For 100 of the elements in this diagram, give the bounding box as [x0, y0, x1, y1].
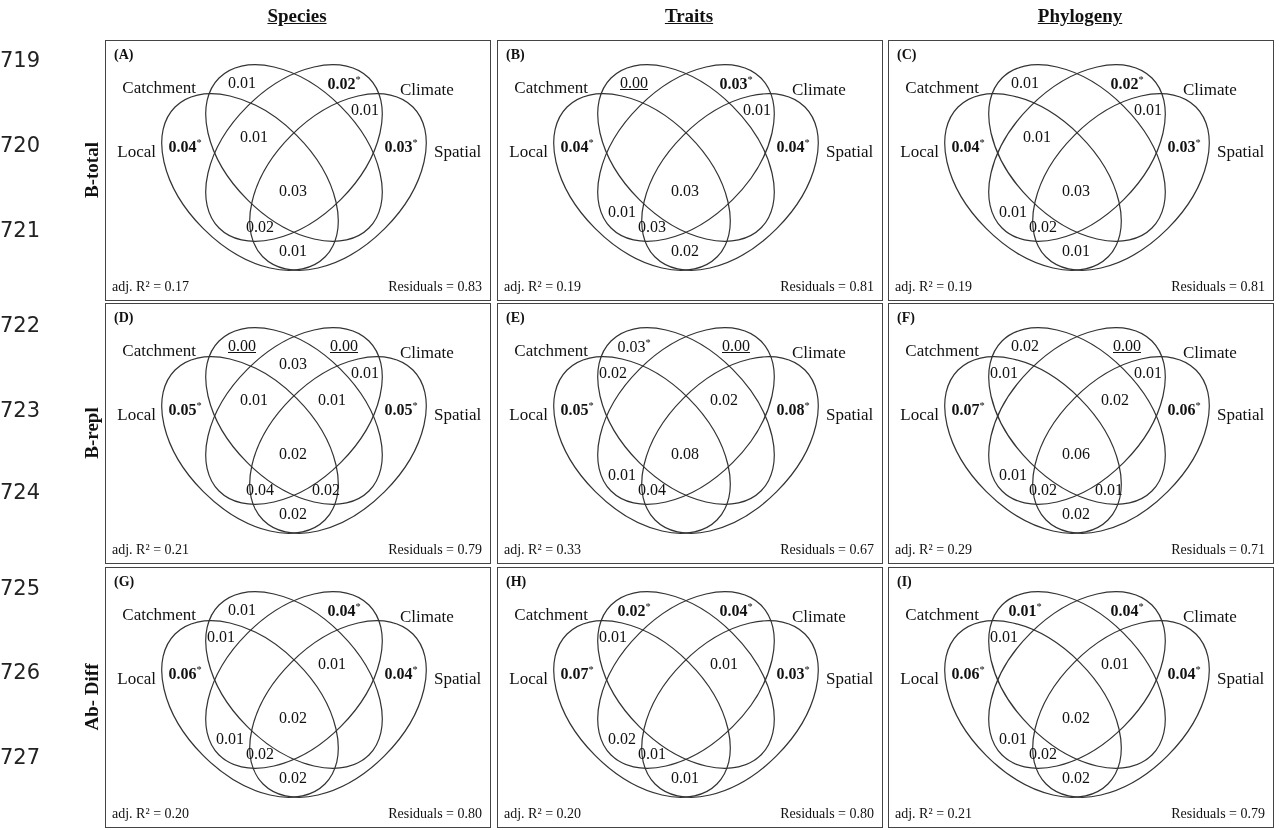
value-label: 0.08 — [671, 446, 699, 462]
set-label: Climate — [400, 608, 454, 625]
line-number: 727 — [0, 745, 41, 769]
value-label: 0.04$^{*}$ — [719, 601, 753, 619]
value-label: 0.01 — [638, 746, 666, 762]
value-label: 0.01 — [351, 102, 379, 118]
value-label: 0.01 — [710, 656, 738, 672]
value-label: 0.07$^{*}$ — [951, 400, 985, 418]
value-label: 0.03$^{*}$ — [776, 664, 810, 682]
panel-letter: (I) — [897, 575, 912, 589]
row-heading: Ab- Diff — [81, 663, 103, 731]
panel-frame — [888, 40, 1274, 301]
value-label: 0.02 — [710, 392, 738, 408]
set-label: Local — [117, 143, 156, 160]
value-label: 0.03 — [279, 183, 307, 199]
value-label: 0.01 — [999, 204, 1027, 220]
set-label: Catchment — [122, 79, 196, 96]
set-label: Spatial — [434, 670, 482, 687]
value-label: 0.02 — [608, 731, 636, 747]
value-label: 0.01 — [279, 243, 307, 259]
line-number: 725 — [0, 576, 41, 600]
residuals-label: Residuals = 0.79 — [1171, 807, 1265, 821]
value-label: 0.01 — [228, 75, 256, 91]
value-label: 0.01 — [207, 629, 235, 645]
set-label: Local — [117, 670, 156, 687]
value-label: 0.05$^{*}$ — [560, 400, 594, 418]
value-label: 0.02 — [279, 506, 307, 522]
set-label: Catchment — [122, 342, 196, 359]
value-label: 0.04$^{*}$ — [168, 137, 202, 155]
value-label: 0.02 — [1029, 219, 1057, 235]
r-squared-label: adj. R² = 0.17 — [112, 280, 190, 294]
set-label: Spatial — [1217, 406, 1265, 423]
set-label: Spatial — [826, 670, 874, 687]
panel-letter: (F) — [897, 311, 915, 325]
set-label: Local — [900, 143, 939, 160]
value-label: 0.02 — [1011, 338, 1039, 354]
value-label: 0.01 — [1095, 482, 1123, 498]
set-label: Spatial — [826, 406, 874, 423]
value-label: 0.04$^{*}$ — [384, 664, 418, 682]
value-label: 0.02 — [1062, 710, 1090, 726]
line-number: 723 — [0, 398, 41, 422]
column-heading: Phylogeny — [1037, 5, 1123, 27]
value-label: 0.06$^{*}$ — [168, 664, 202, 682]
value-label: 0.07$^{*}$ — [560, 664, 594, 682]
value-label: 0.06 — [1062, 446, 1090, 462]
set-label: Catchment — [905, 79, 979, 96]
panel-frame — [497, 567, 883, 828]
value-label: 0.03 — [638, 219, 666, 235]
set-label: Climate — [1183, 608, 1237, 625]
r-squared-label: adj. R² = 0.19 — [504, 280, 582, 294]
set-label: Catchment — [905, 342, 979, 359]
value-label: 0.01 — [240, 392, 268, 408]
value-label: 0.01 — [743, 102, 771, 118]
residuals-label: Residuals = 0.80 — [388, 807, 482, 821]
set-label: Spatial — [434, 143, 482, 160]
value-label: 0.02 — [1029, 746, 1057, 762]
panel-frame — [105, 303, 491, 564]
panel-letter: (A) — [114, 48, 134, 62]
panel-letter: (C) — [897, 48, 917, 62]
set-label: Local — [509, 143, 548, 160]
panel-letter: (E) — [506, 311, 525, 325]
value-label: 0.02 — [599, 365, 627, 381]
value-label: 0.00 — [330, 338, 358, 354]
set-label: Local — [117, 406, 156, 423]
panel-frame — [888, 567, 1274, 828]
value-label: 0.04 — [638, 482, 666, 498]
set-label: Spatial — [434, 406, 482, 423]
set-label: Spatial — [1217, 143, 1265, 160]
set-label: Catchment — [514, 606, 588, 623]
value-label: 0.02 — [671, 243, 699, 259]
set-label: Catchment — [514, 79, 588, 96]
set-label: Catchment — [514, 342, 588, 359]
residuals-label: Residuals = 0.80 — [780, 807, 874, 821]
value-label: 0.01 — [999, 467, 1027, 483]
panel-letter: (B) — [506, 48, 525, 62]
value-label: 0.02 — [279, 710, 307, 726]
residuals-label: Residuals = 0.81 — [780, 280, 874, 294]
residuals-label: Residuals = 0.67 — [780, 543, 874, 557]
set-label: Local — [900, 670, 939, 687]
value-label: 0.04$^{*}$ — [951, 137, 985, 155]
value-label: 0.04$^{*}$ — [1110, 601, 1144, 619]
r-squared-label: adj. R² = 0.21 — [895, 807, 973, 821]
value-label: 0.02 — [1062, 770, 1090, 786]
line-number: 724 — [0, 480, 41, 504]
value-label: 0.02$^{*}$ — [1110, 74, 1144, 92]
value-label: 0.01 — [1134, 365, 1162, 381]
value-label: 0.04$^{*}$ — [327, 601, 361, 619]
value-label: 0.03$^{*}$ — [617, 337, 651, 355]
r-squared-label: adj. R² = 0.33 — [504, 543, 582, 557]
panel-letter: (H) — [506, 575, 527, 589]
value-label: 0.01 — [216, 731, 244, 747]
residuals-label: Residuals = 0.81 — [1171, 280, 1265, 294]
value-label: 0.06$^{*}$ — [1167, 400, 1201, 418]
value-label: 0.02 — [1062, 506, 1090, 522]
r-squared-label: adj. R² = 0.20 — [504, 807, 582, 821]
value-label: 0.02$^{*}$ — [327, 74, 361, 92]
value-label: 0.01 — [608, 467, 636, 483]
value-label: 0.03$^{*}$ — [384, 137, 418, 155]
column-heading: Traits — [664, 5, 714, 27]
residuals-label: Residuals = 0.83 — [388, 280, 482, 294]
